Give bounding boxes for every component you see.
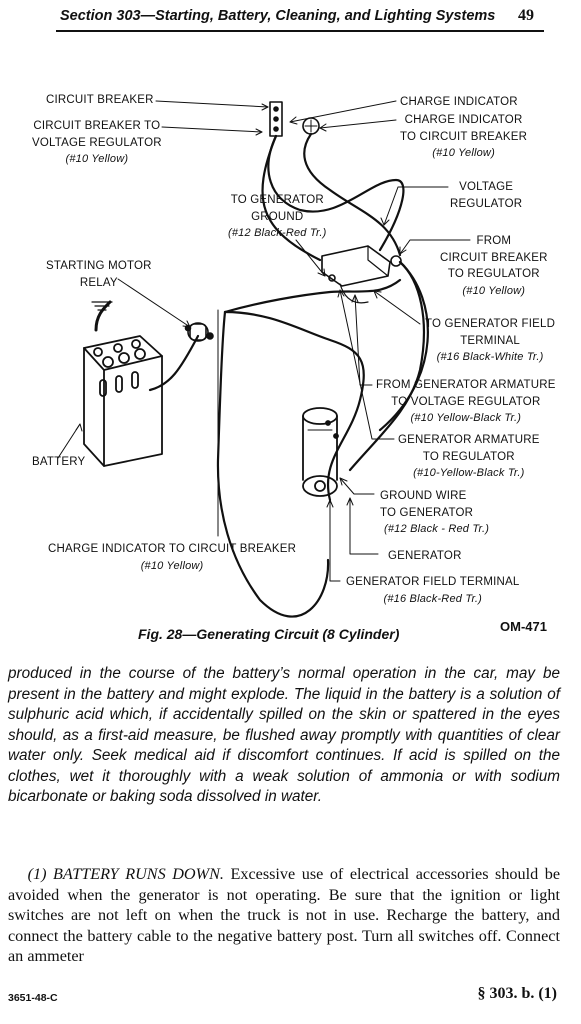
label-line: FROM [476,235,512,247]
label-line: GENERATOR ARMATURE [398,434,540,446]
footer-code: 3651-48-C [8,992,58,1004]
label-line: CHARGE INDICATOR [404,114,523,126]
generator-shape [302,407,339,497]
wire-spec: (#10 Yellow) [140,559,204,572]
label-line: TO VOLTAGE REGULATOR [391,395,541,408]
page-number: 49 [518,7,534,24]
label-charge-indicator-to-circuit-breaker-bottom: CHARGE INDICATOR TO CIRCUIT BREAKER (#10… [48,541,296,574]
label-charge-indicator: CHARGE INDICATOR [400,96,518,108]
label-line: FROM GENERATOR ARMATURE [376,379,556,391]
label-line: TERMINAL [460,334,520,347]
wire-spec: (#12 Black-Red Tr.) [228,227,327,239]
generating-circuit-diagram: CIRCUIT BREAKER CIRCUIT BREAKER TO VOLTA… [0,40,581,640]
figure-caption: Fig. 28—Generating Circuit (8 Cylinder) [138,626,400,642]
wire-spec: (#10 Yellow-Black Tr.) [410,412,522,424]
wire-spec: (#16 Black-Red Tr.) [383,592,483,605]
battery-shape [83,300,163,467]
label-from-circuit-breaker-to-regulator: FROM CIRCUIT BREAKER TO REGULATOR (#10 Y… [440,233,548,299]
label-line: CHARGE INDICATOR TO CIRCUIT BREAKER [48,543,297,555]
wires [148,132,429,618]
wire-spec: (#10-Yellow-Black Tr.) [413,467,525,479]
label-generator-field-terminal: GENERATOR FIELD TERMINAL (#16 Black-Red … [346,574,520,607]
label-line: TO REGULATOR [447,268,540,280]
starting-motor-relay-shape [184,322,214,342]
label-line: VOLTAGE [459,181,514,193]
label-line: CIRCUIT BREAKER TO [33,120,161,132]
battery-runs-down-paragraph: (1) BATTERY RUNS DOWN. Excessive use of … [8,864,560,967]
label-circuit-breaker: CIRCUIT BREAKER [46,94,154,106]
label-line: GROUND WIRE [380,490,467,502]
warning-paragraph: produced in the course of the battery’s … [8,665,560,805]
label-line: TO REGULATOR [422,450,515,463]
label-line: RELAY [79,276,118,289]
figure-code: OM-471 [500,619,547,634]
label-line: STARTING MOTOR [46,260,152,272]
label-line: TO GENERATOR [230,194,324,206]
label-to-generator-ground: TO GENERATOR GROUND (#12 Black-Red Tr.) [228,192,327,242]
circuit-breaker-shape [269,101,283,137]
section-title: Section 303—Starting, Battery, Cleaning,… [60,8,496,24]
label-generator-armature-to-regulator: GENERATOR ARMATURE TO REGULATOR (#10-Yel… [398,432,540,482]
label-line: TO CIRCUIT BREAKER [400,130,528,143]
page-header: Section 303—Starting, Battery, Cleaning,… [60,7,540,30]
label-line: TO GENERATOR FIELD [425,318,556,330]
voltage-regulator-shape [321,245,402,304]
label-to-generator-field-terminal: TO GENERATOR FIELD TERMINAL (#16 Black-W… [425,316,555,366]
label-voltage-regulator: VOLTAGE REGULATOR [450,179,522,212]
wire-spec: (#12 Black - Red Tr.) [384,523,490,535]
label-line: TO GENERATOR [380,506,474,519]
wire-spec: (#10 Yellow) [462,284,526,297]
charge-indicator-shape [302,117,320,135]
label-starting-motor-relay: STARTING MOTOR RELAY [46,258,152,291]
label-line: GENERATOR FIELD TERMINAL [346,576,520,588]
paragraph-lead: (1) BATTERY RUNS DOWN. [27,865,224,883]
paragraph-body: Excessive use of electrical accessories … [8,865,561,965]
wire-spec: (#16 Black-White Tr.) [436,351,544,363]
label-line: VOLTAGE REGULATOR [32,136,162,149]
label-battery: BATTERY [32,456,86,468]
label-ground-wire-to-generator: GROUND WIRE TO GENERATOR (#12 Black - Re… [380,488,489,538]
label-charge-indicator-to-circuit-breaker: CHARGE INDICATOR TO CIRCUIT BREAKER (#10… [400,112,527,162]
label-line: CIRCUIT BREAKER [440,251,548,264]
label-circuit-breaker-to-voltage-regulator: CIRCUIT BREAKER TO VOLTAGE REGULATOR (#1… [32,118,162,168]
label-generator: GENERATOR [388,550,462,562]
footer-section-ref: § 303. b. (1) [477,985,557,1002]
header-rule [56,30,544,32]
wire-spec: (#10 Yellow) [432,147,495,159]
label-line: GROUND [251,210,304,223]
leader-lines [57,100,471,582]
wiring-drawing [57,100,471,618]
label-from-generator-armature: FROM GENERATOR ARMATURE TO VOLTAGE REGUL… [376,377,556,427]
label-line: REGULATOR [450,197,523,210]
wire-spec: (#10 Yellow) [65,153,129,165]
